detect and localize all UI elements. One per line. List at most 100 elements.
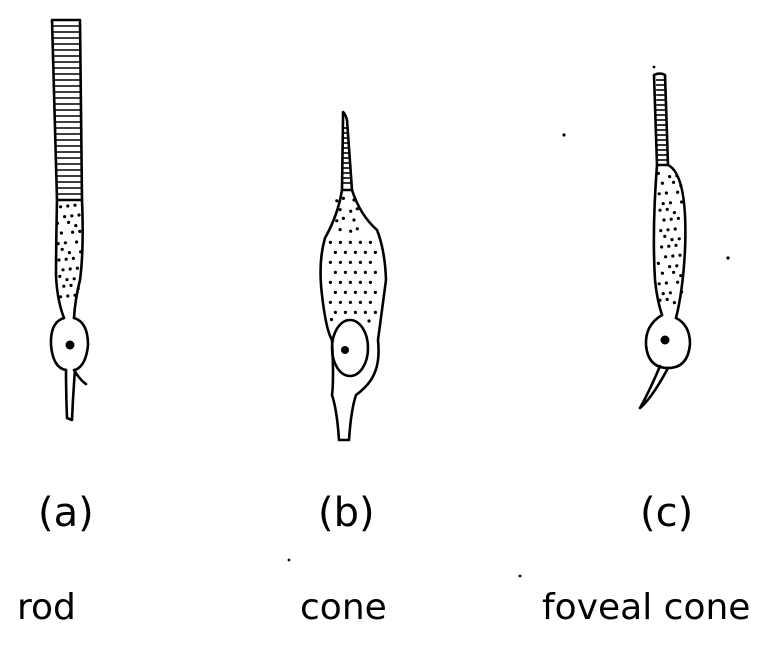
stipple-dot xyxy=(658,209,661,212)
stipple-dot xyxy=(661,272,664,275)
stipple-dot xyxy=(676,191,679,194)
scan-speck xyxy=(519,575,522,578)
stipple-dot xyxy=(667,245,670,248)
stipple-dot xyxy=(658,299,661,302)
stipple-dot xyxy=(330,318,333,321)
stipple-dot xyxy=(670,238,673,241)
stipple-dot xyxy=(369,241,372,244)
stipple-dot xyxy=(662,202,665,205)
stipple-dot xyxy=(665,191,668,194)
stipple-dot xyxy=(679,184,682,187)
stipple-dot xyxy=(680,200,683,203)
stipple-dot xyxy=(672,181,675,184)
scan-speck xyxy=(562,133,565,136)
stipple-dot xyxy=(678,237,681,240)
foveal-cone-cell xyxy=(640,74,690,409)
stipple-dot xyxy=(374,311,377,314)
rod-axon xyxy=(66,370,86,420)
stipple-dot xyxy=(359,241,362,244)
stipple-dot xyxy=(334,291,337,294)
foveal-cone-inner-segment xyxy=(654,165,686,318)
stipple-dot xyxy=(657,172,660,175)
stipple-dot xyxy=(659,229,662,232)
foveal-cone-nucleus xyxy=(661,336,670,345)
stipple-dot xyxy=(661,182,664,185)
stipple-dot xyxy=(77,213,80,216)
rod-cell xyxy=(51,20,88,420)
stipple-dot xyxy=(57,258,60,261)
stipple-dot xyxy=(78,230,81,233)
stipple-dot xyxy=(675,264,678,267)
stipple-dot xyxy=(344,271,347,274)
stipple-dot xyxy=(675,174,678,177)
stipple-dot xyxy=(658,282,661,285)
stipple-dot xyxy=(73,204,76,207)
stipple-dot xyxy=(354,311,357,314)
stipple-dot xyxy=(335,199,338,202)
stipple-dot xyxy=(76,267,79,270)
stipple-dot xyxy=(669,291,672,294)
stipple-dot xyxy=(339,228,342,231)
stipple-dot xyxy=(662,292,665,295)
stipple-dot xyxy=(359,301,362,304)
stipple-dot xyxy=(666,298,669,301)
stipple-dot xyxy=(354,251,357,254)
stipple-dot xyxy=(670,218,673,221)
label-rod-name: rod xyxy=(17,590,76,626)
stipple-dot xyxy=(329,241,332,244)
label-foveal-cone-name: foveal cone xyxy=(542,590,750,626)
stipple-dot xyxy=(668,265,671,268)
stipple-dot xyxy=(678,254,681,257)
stipple-dot xyxy=(657,262,660,265)
stipple-dot xyxy=(359,281,362,284)
stipple-dot xyxy=(374,271,377,274)
foveal-cone-inner-segment-stipple xyxy=(657,172,683,304)
scan-speck xyxy=(726,256,729,259)
stipple-dot xyxy=(60,231,63,234)
stipple-dot xyxy=(356,207,359,210)
stipple-dot xyxy=(354,291,357,294)
stipple-dot xyxy=(369,281,372,284)
label-cone-name: cone xyxy=(300,590,387,626)
stipple-dot xyxy=(369,261,372,264)
label-a-letter: (a) xyxy=(38,493,94,533)
stipple-dot xyxy=(660,245,663,248)
stipple-dot xyxy=(66,204,69,207)
stipple-dot xyxy=(374,251,377,254)
stipple-dot xyxy=(63,215,66,218)
stipple-dot xyxy=(666,228,669,231)
stipple-dot xyxy=(349,261,352,264)
scan-speck xyxy=(653,66,656,69)
stipple-dot xyxy=(74,224,77,227)
stipple-dot xyxy=(59,205,62,208)
stipple-dot xyxy=(66,294,69,297)
stipple-dot xyxy=(342,217,345,220)
stipple-dot xyxy=(356,227,359,230)
stipple-dot xyxy=(62,285,65,288)
stipple-dot xyxy=(367,319,370,322)
stipple-dot xyxy=(349,230,352,233)
stipple-dot xyxy=(73,294,76,297)
stipple-dot xyxy=(334,251,337,254)
stipple-dot xyxy=(349,241,352,244)
stipple-dot xyxy=(75,240,78,243)
stipple-dot xyxy=(339,208,342,211)
cone-nucleus-membrane xyxy=(332,320,368,376)
stipple-dot xyxy=(69,267,72,270)
stipple-dot xyxy=(676,281,679,284)
cone-body xyxy=(321,190,386,440)
stipple-dot xyxy=(329,281,332,284)
stipple-dot xyxy=(344,311,347,314)
stipple-dot xyxy=(671,254,674,257)
stipple-dot xyxy=(65,278,68,281)
stipple-dot xyxy=(672,271,675,274)
stipple-dot xyxy=(344,291,347,294)
stipple-dot xyxy=(658,192,661,195)
stipple-dot xyxy=(349,210,352,213)
stipple-dot xyxy=(61,268,64,271)
stipple-dot xyxy=(68,251,71,254)
stipple-dot xyxy=(668,175,671,178)
stipple-dot xyxy=(65,258,68,261)
stipple-dot xyxy=(673,301,676,304)
